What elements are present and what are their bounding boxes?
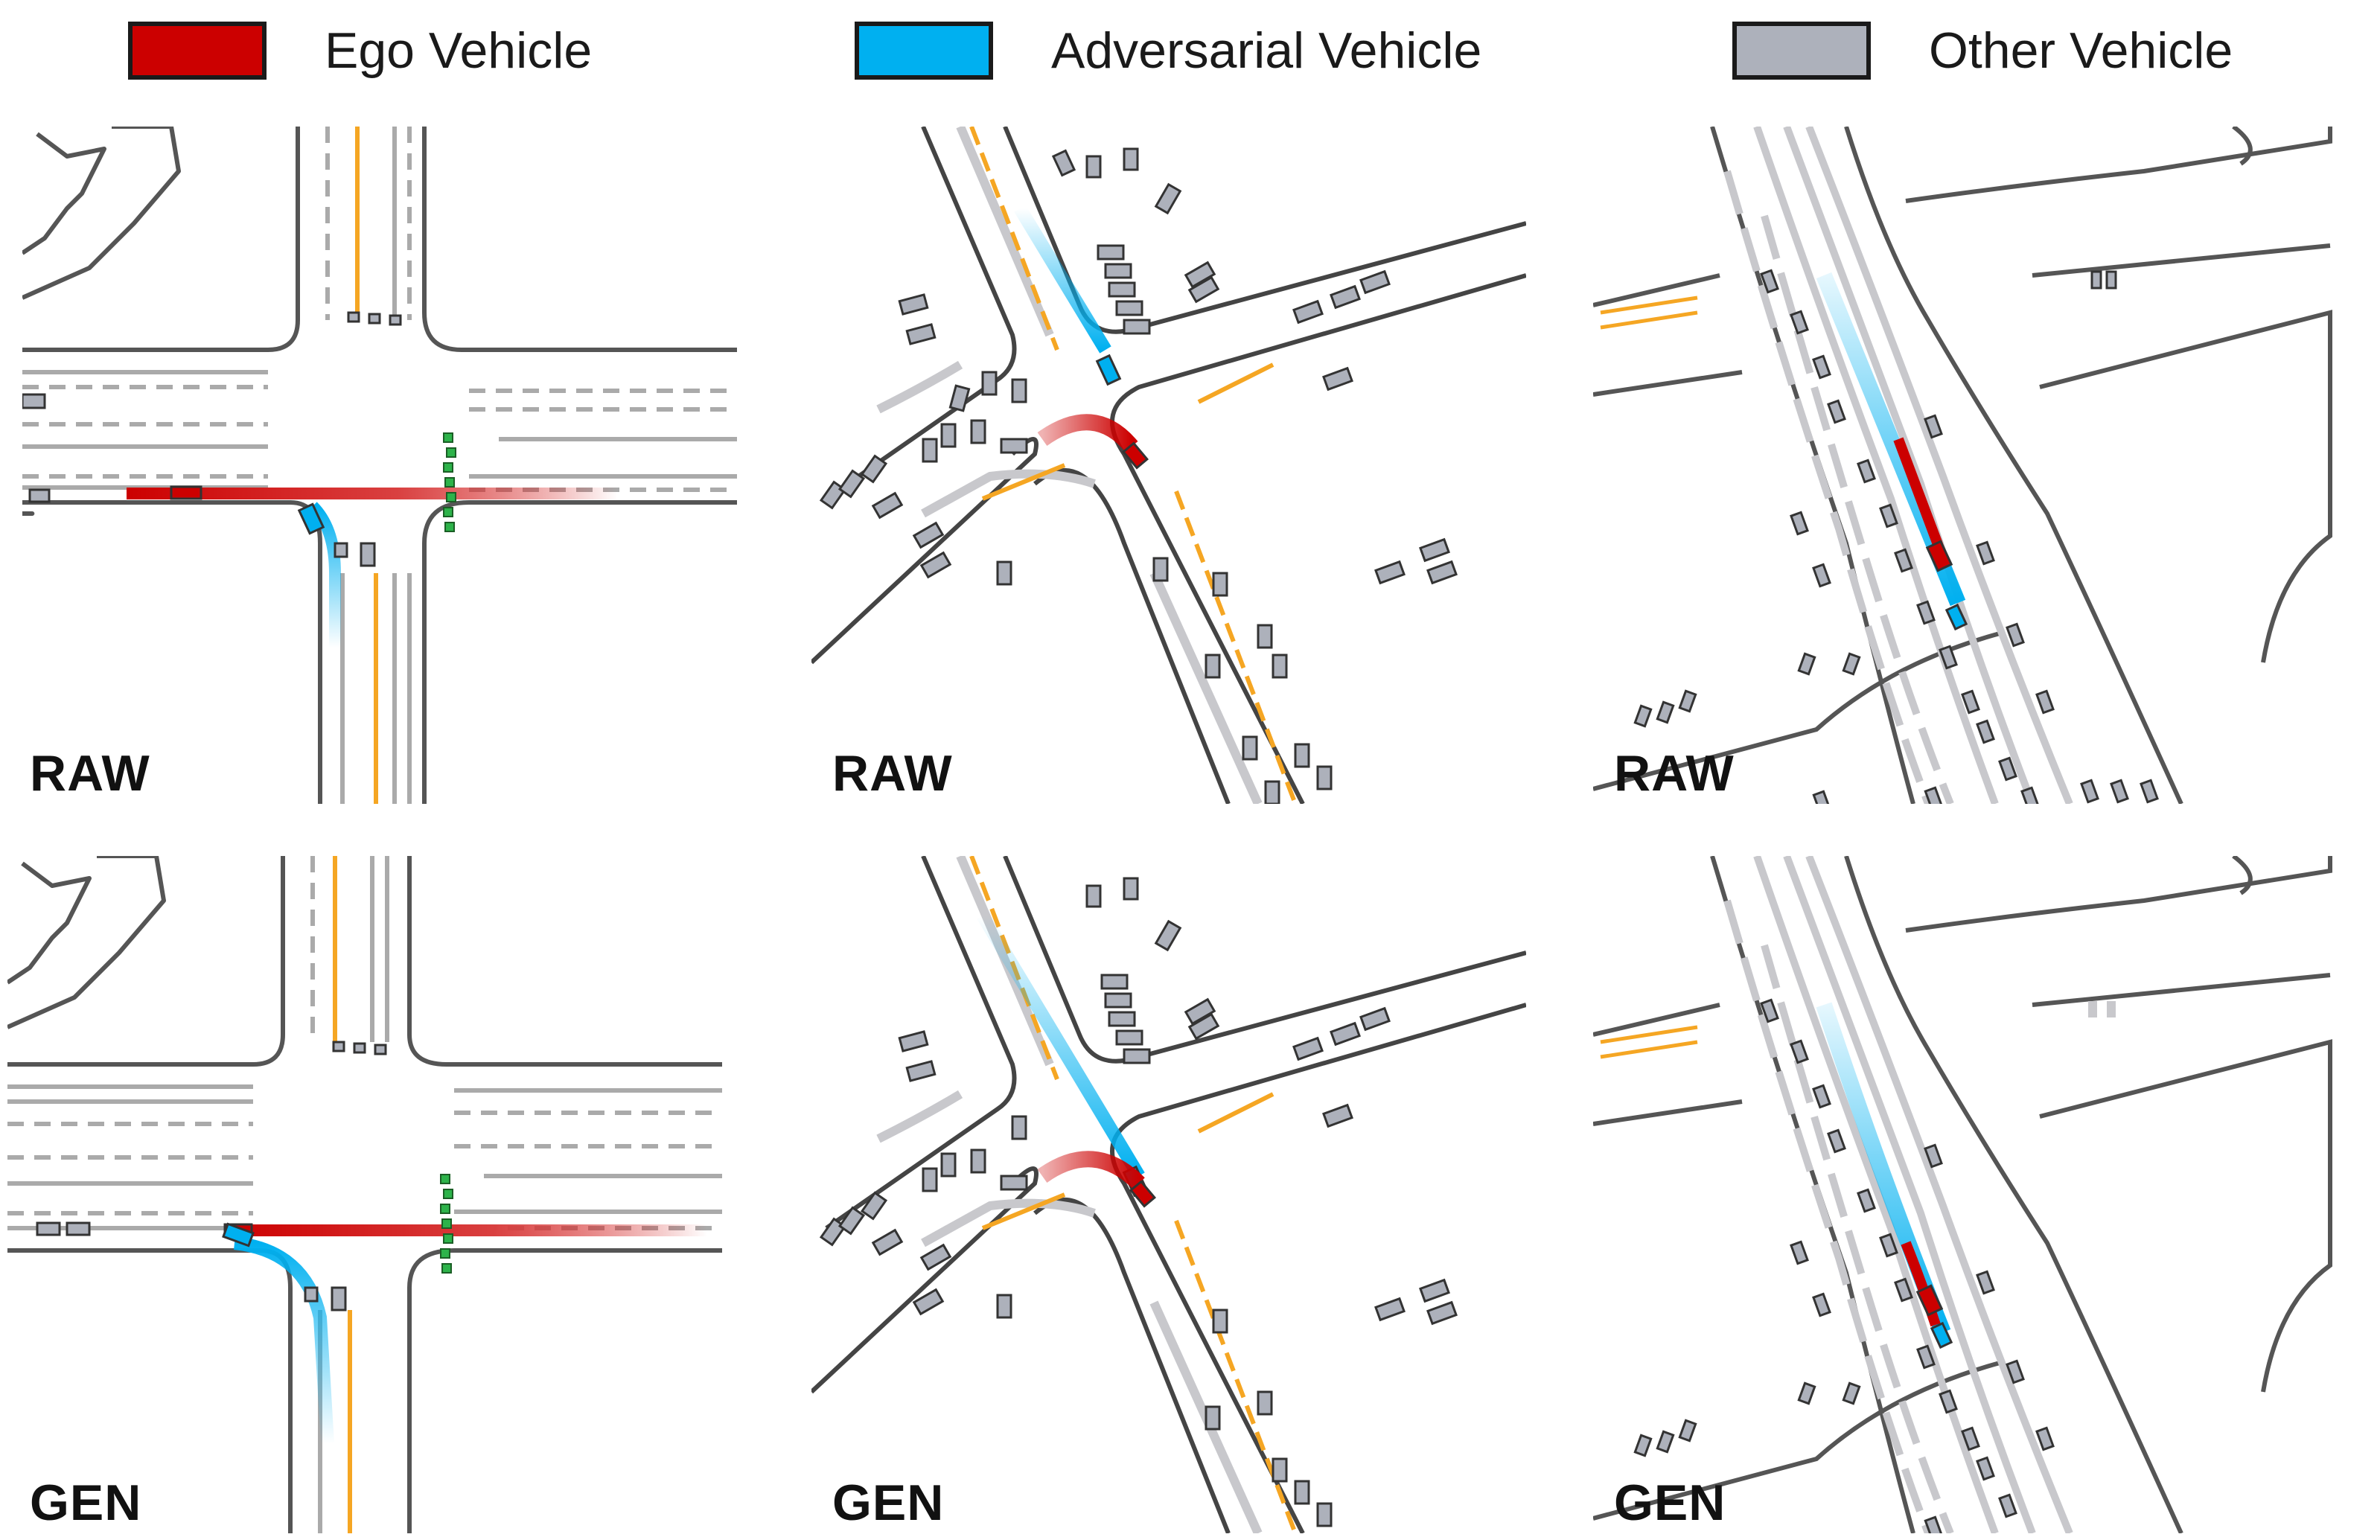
scene-map [1593, 127, 2332, 804]
road-edges [22, 127, 737, 804]
ego-vehicle [170, 485, 202, 500]
panel-label: RAW [1614, 745, 1735, 802]
ego-trajectory [1037, 414, 1138, 453]
crosswalk-markers [443, 432, 456, 532]
lane-lines [876, 856, 1263, 1533]
adversarial-vehicle [222, 1222, 255, 1247]
other-vehicles [22, 311, 402, 567]
legend-item-adversarial: Adversarial Vehicle [855, 13, 1481, 88]
panel-label: RAW [30, 745, 150, 802]
panel-gen-intersection: GEN [7, 856, 722, 1533]
adversarial-trajectory [233, 1236, 334, 1445]
center-lines [1600, 1025, 1698, 1059]
panel-raw-highway: RAW [1593, 127, 2338, 804]
legend-label: Other Vehicle [1929, 22, 2233, 79]
center-lines-solid [981, 362, 1274, 501]
lane-lines [876, 127, 1263, 804]
ego-trajectory [127, 488, 618, 499]
panel-label: RAW [832, 745, 953, 802]
ego-trajectory [231, 1224, 707, 1236]
legend-item-other: Other Vehicle [1732, 13, 2233, 88]
road-edges [7, 856, 722, 1533]
scene-map [22, 127, 737, 804]
center-lines-solid [981, 1092, 1274, 1230]
scene-map [811, 127, 1526, 804]
ego-vehicle [1915, 1284, 1944, 1317]
ego-vehicle [1129, 1180, 1157, 1208]
panel-gen-highway: GEN [1593, 856, 2338, 1533]
lane-lines [1723, 856, 2073, 1533]
other-vehicles [36, 1041, 387, 1311]
panel-label: GEN [832, 1474, 945, 1531]
road-edges [811, 127, 1526, 804]
other-vehicles [819, 147, 1458, 804]
ego-vehicle [1121, 441, 1149, 470]
scene-map [7, 856, 722, 1533]
adversarial-trajectory [977, 912, 1145, 1180]
panel-label: GEN [1614, 1474, 1726, 1531]
center-lines [355, 127, 378, 804]
lane-lines [1723, 127, 2073, 804]
panel-raw-diagonal: RAW [811, 127, 1526, 804]
road-edges [811, 856, 1526, 1533]
legend-label: Adversarial Vehicle [1051, 22, 1482, 79]
adversarial-trajectory [1014, 205, 1111, 354]
ego-vehicle [1925, 540, 1953, 572]
adversarial-vehicle [1095, 354, 1122, 386]
legend-item-ego: Ego Vehicle [128, 13, 592, 88]
other-vehicles [819, 877, 1458, 1527]
other-vehicles [1633, 998, 2055, 1533]
center-lines [969, 127, 1298, 804]
crosswalk-markers [440, 1174, 453, 1274]
center-lines [1600, 295, 1698, 330]
panel-raw-intersection: RAW [22, 127, 737, 804]
scene-map [811, 856, 1526, 1533]
other-vehicles [1633, 269, 2159, 804]
scene-map [1593, 856, 2332, 1533]
ego-trajectory [1037, 1151, 1145, 1189]
center-lines [333, 856, 352, 1533]
legend: Ego Vehicle Adversarial Vehicle Other Ve… [0, 7, 2380, 97]
ego-trajectory [1901, 1241, 1941, 1327]
panel-label: GEN [30, 1474, 142, 1531]
adversarial-vehicle [1944, 603, 1968, 631]
adversarial-vehicle [1930, 1321, 1953, 1349]
adversarial-vehicle-swatch [855, 22, 993, 80]
panel-gen-diagonal: GEN [811, 856, 1526, 1533]
legend-label: Ego Vehicle [325, 22, 593, 79]
adversarial-vehicle [297, 502, 325, 535]
ego-vehicle-swatch [128, 22, 267, 80]
other-vehicle-swatch [1732, 22, 1871, 80]
lane-lines [22, 127, 737, 804]
ghost-vehicles [2088, 1001, 2116, 1017]
adversarial-trajectory [308, 502, 341, 648]
